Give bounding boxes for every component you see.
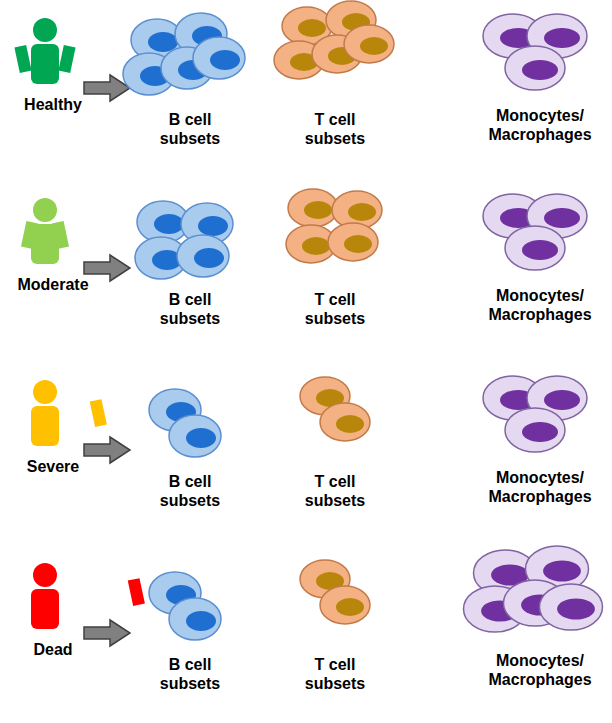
arrow xyxy=(84,437,130,463)
t-cell-nucleus xyxy=(348,203,376,221)
person-head xyxy=(33,18,57,42)
cell-label: T cell subsets xyxy=(295,290,375,328)
cell-label: B cell subsets xyxy=(150,290,230,328)
t-cell xyxy=(320,403,370,441)
monocyte xyxy=(505,226,565,270)
b-cell-nucleus xyxy=(148,32,178,52)
cell-label: Monocytes/ Macrophages xyxy=(475,468,605,506)
b-cell-nucleus xyxy=(186,428,216,448)
monocyte-nucleus xyxy=(544,390,580,410)
t-cell xyxy=(288,189,338,227)
t-cell-nucleus xyxy=(304,201,332,219)
cell-label: Monocytes/ Macrophages xyxy=(475,106,605,144)
cell-label: B cell subsets xyxy=(150,655,230,693)
person-arm xyxy=(14,45,31,73)
monocyte-nucleus xyxy=(522,240,558,260)
t-cell xyxy=(320,586,370,624)
arrow xyxy=(84,255,130,281)
b-cell xyxy=(169,415,221,457)
t-cell-nucleus xyxy=(298,19,326,37)
cell-label: T cell subsets xyxy=(295,472,375,510)
person-body xyxy=(31,44,59,84)
monocyte xyxy=(505,46,565,90)
person-body xyxy=(31,589,59,629)
t-cell-nucleus xyxy=(302,237,330,255)
monocyte-nucleus xyxy=(544,28,580,48)
arrow xyxy=(84,620,130,646)
cell-label: Monocytes/ Macrophages xyxy=(475,651,605,689)
person-arm xyxy=(21,221,38,249)
b-cell xyxy=(177,235,229,277)
cell-label: B cell subsets xyxy=(150,110,230,148)
b-cell-nucleus xyxy=(186,611,216,631)
person-arm xyxy=(58,45,75,73)
person-arm xyxy=(128,578,145,606)
t-cell-nucleus xyxy=(336,598,364,616)
person-head xyxy=(33,380,57,404)
b-cell xyxy=(169,598,221,640)
person-arm xyxy=(0,399,1,427)
severity-label: Moderate xyxy=(3,275,103,294)
person-body xyxy=(31,406,59,446)
t-cell-nucleus xyxy=(360,37,388,55)
t-cell-nucleus xyxy=(336,415,364,433)
b-cell xyxy=(193,37,245,79)
person-head xyxy=(33,563,57,587)
cell-label: T cell subsets xyxy=(295,655,375,693)
t-cell xyxy=(328,223,378,261)
b-cell-nucleus xyxy=(210,50,240,70)
monocyte-nucleus xyxy=(543,561,581,582)
cell-label: T cell subsets xyxy=(295,110,375,148)
cell-label: Monocytes/ Macrophages xyxy=(475,286,605,324)
person-arm xyxy=(90,399,107,427)
person-arm xyxy=(52,221,69,249)
monocyte-nucleus xyxy=(544,208,580,228)
cell-label: B cell subsets xyxy=(150,472,230,510)
monocyte xyxy=(540,584,603,630)
b-cell-nucleus xyxy=(198,216,228,236)
monocyte-nucleus xyxy=(522,60,558,80)
b-cell-nucleus xyxy=(154,214,184,234)
t-cell-nucleus xyxy=(344,235,372,253)
t-cell xyxy=(344,25,394,63)
monocyte-nucleus xyxy=(522,422,558,442)
b-cell-nucleus xyxy=(194,248,224,268)
severity-label: Dead xyxy=(3,640,103,659)
monocyte-nucleus xyxy=(557,599,595,620)
severity-label: Severe xyxy=(3,457,103,476)
person-head xyxy=(33,198,57,222)
severity-label: Healthy xyxy=(3,95,103,114)
monocyte xyxy=(505,408,565,452)
